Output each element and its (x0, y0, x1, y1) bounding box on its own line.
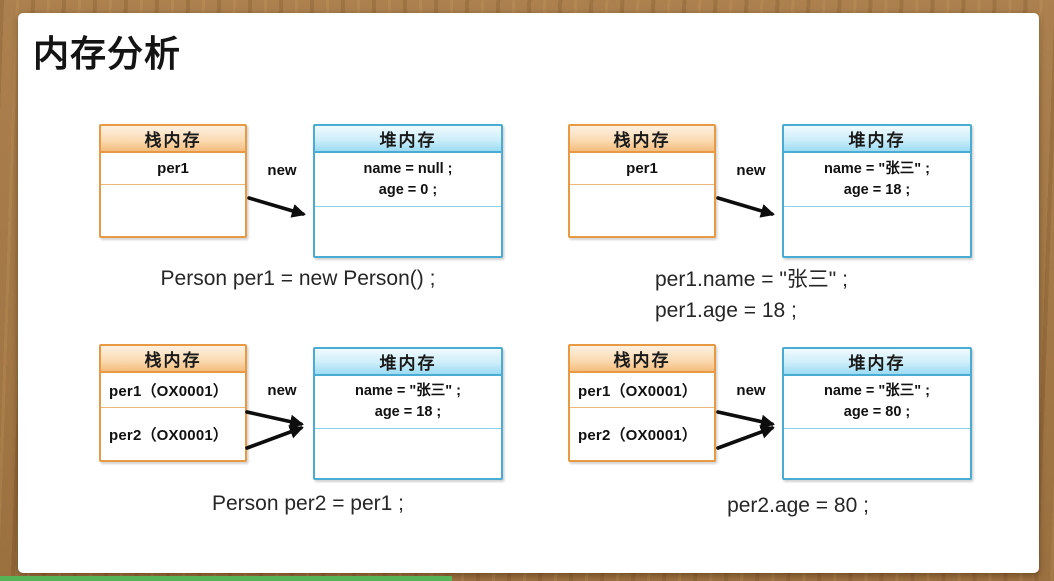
slide: 内存分析 栈内存 per1 new 堆内存 name = null ; age … (18, 13, 1039, 573)
heap-header: 堆内存 (315, 349, 501, 376)
stack-row-per1: per1（OX0001） (109, 382, 229, 400)
stack-memory-box-step4: 栈内存 per1（OX0001） per2（OX0001） (568, 344, 716, 462)
stack-memory-box-step2: 栈内存 per1 (568, 124, 716, 238)
heap-row-empty (315, 428, 501, 478)
heap-values: name = null ; age = 0 ; (315, 153, 501, 206)
heap-row-empty (784, 206, 970, 256)
stack-header: 栈内存 (101, 346, 245, 373)
stack-header: 栈内存 (101, 126, 245, 153)
new-arrow-label: new (736, 162, 766, 179)
new-arrow-label: new (736, 382, 766, 399)
new-arrow-double (716, 410, 775, 450)
heap-memory-box-step2: 堆内存 name = "张三" ; age = 18 ; (782, 124, 972, 258)
heap-value-line: age = 18 ; (843, 181, 911, 198)
heap-row-empty (315, 206, 501, 256)
caption-step3: Person per2 = per1 ; (211, 492, 405, 515)
heap-value-line: name = "张三" ; (354, 383, 461, 399)
heap-header: 堆内存 (784, 349, 970, 376)
heap-values: name = "张三" ; age = 18 ; (315, 376, 501, 428)
stack-row-empty (570, 184, 714, 236)
heap-value-line: age = 18 ; (374, 404, 442, 420)
heap-header: 堆内存 (784, 126, 970, 153)
heap-value-line: name = "张三" ; (823, 160, 930, 177)
stack-memory-box-step1: 栈内存 per1 (99, 124, 247, 238)
stack-row-empty (101, 184, 245, 236)
new-arrow-label: new (267, 382, 297, 399)
stack-header: 栈内存 (570, 346, 714, 373)
caption-step4: per2.age = 80 ; (727, 494, 869, 517)
caption-step1: Person per1 = new Person() ; (160, 267, 436, 290)
heap-values: name = "张三" ; age = 80 ; (784, 376, 970, 428)
heap-value-line: name = "张三" ; (823, 383, 930, 399)
heap-header: 堆内存 (315, 126, 501, 153)
heap-values: name = "张三" ; age = 18 ; (784, 153, 970, 206)
page-title: 内存分析 (33, 33, 182, 74)
heap-memory-box-step3: 堆内存 name = "张三" ; age = 18 ; (313, 347, 503, 480)
new-arrow-double (245, 410, 304, 450)
stack-row-per1: per1 (157, 160, 189, 177)
heap-row-empty (784, 428, 970, 478)
heap-value-line: age = 80 ; (843, 404, 911, 420)
stack-header: 栈内存 (570, 126, 714, 153)
caption-line: per1.age = 18 ; (655, 299, 797, 322)
stack-memory-box-step3: 栈内存 per1（OX0001） per2（OX0001） (99, 344, 247, 462)
heap-value-line: name = null ; (363, 160, 453, 177)
video-progress-bar[interactable] (0, 576, 452, 581)
caption-line: per1.name = "张三" ; (655, 268, 848, 291)
heap-value-line: age = 0 ; (378, 181, 438, 198)
new-arrow (716, 196, 775, 218)
stack-row-per2: per2（OX0001） (101, 407, 245, 460)
new-arrow-label: new (267, 162, 297, 179)
stack-row-per2: per2（OX0001） (570, 407, 714, 460)
stack-row-per1: per1（OX0001） (578, 382, 698, 400)
heap-memory-box-step4: 堆内存 name = "张三" ; age = 80 ; (782, 347, 972, 480)
new-arrow (247, 196, 306, 218)
heap-memory-box-step1: 堆内存 name = null ; age = 0 ; (313, 124, 503, 258)
stack-row-per1: per1 (626, 160, 658, 177)
caption-step2: per1.name = "张三" ; per1.age = 18 ; (655, 264, 848, 326)
